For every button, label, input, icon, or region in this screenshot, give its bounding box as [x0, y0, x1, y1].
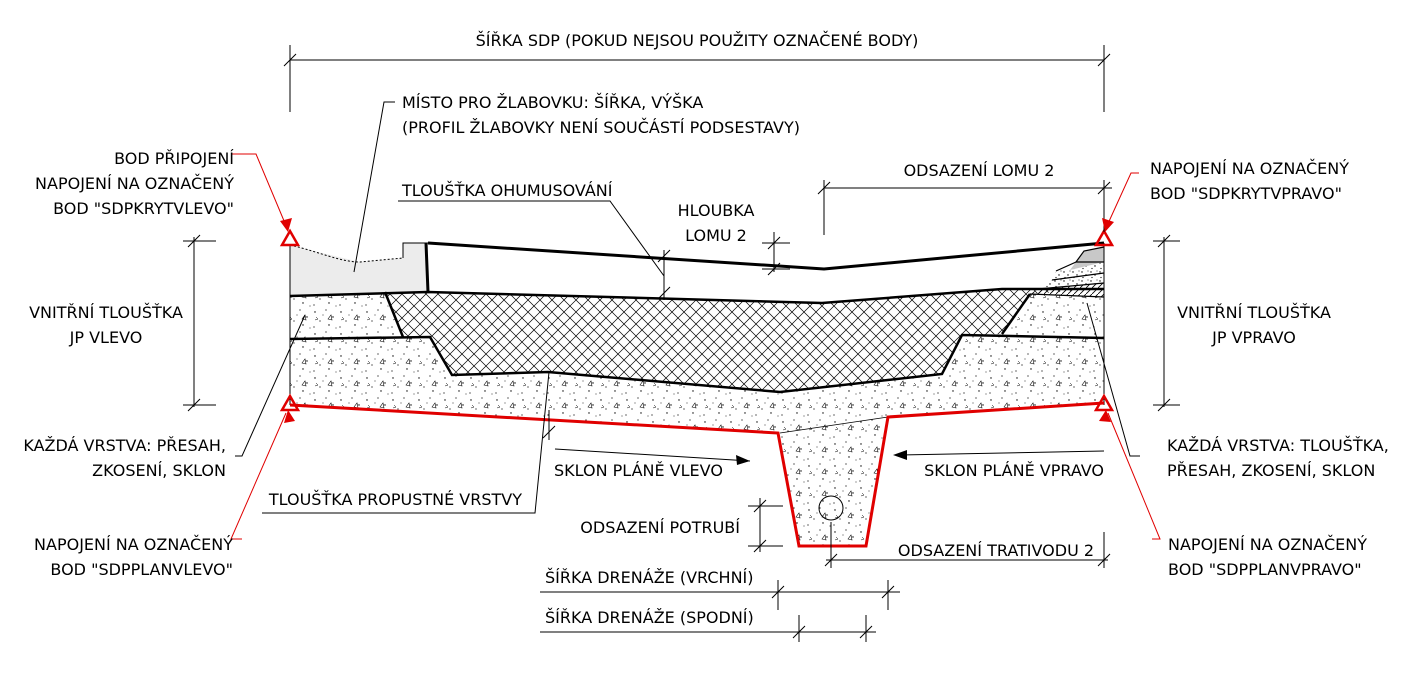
inner-thickness-right-line2: JP VPRAVO: [1211, 328, 1296, 347]
labels: ŠÍŘKA SDP (POKUD NEJSOU POUŽITY OZNAČENÉ…: [23, 31, 1388, 627]
marker-points: [279, 228, 1115, 412]
break-depth-line2: LOMU 2: [685, 226, 747, 245]
red-arrowhead: [280, 218, 292, 232]
left-top-point-code: SDPKRYTVLEVO: [101, 199, 226, 218]
triangle-marker-top-right: [1093, 228, 1115, 247]
left-bottom-point-line2: BOD "SDPPLANVLEVO": [50, 560, 233, 579]
break-offset-label: ODSAZENÍ LOMU 2: [904, 161, 1055, 180]
left-bottom-point-code: SDPPLANVLEVO: [98, 560, 225, 579]
right-top-point-line2: BOD "SDPKRYTVPRAVO": [1150, 184, 1342, 203]
right-shoulder-granular: [1002, 294, 1104, 338]
red-arrowhead: [1099, 410, 1111, 422]
gutter-space-fill: [290, 243, 428, 296]
base-top-line: [289, 287, 1104, 305]
triangle-marker-top-left: [279, 228, 301, 247]
drain-pipe: [818, 495, 844, 521]
right-top-point-line1: NAPOJENÍ NA OZNAČENÝ: [1150, 159, 1349, 178]
left-top-point-line3: BOD "SDPKRYTVLEVO": [53, 199, 234, 218]
each-layer-left-line1: KAŽDÁ VRSTVA: PŘESAH,: [23, 436, 226, 455]
right-bottom-point-code: SDPPLANVPRAVO: [1216, 560, 1354, 579]
slope-left-label: SKLON PLÁNĚ VLEVO: [554, 461, 723, 480]
inner-thickness-left-line1: VNITŘNÍ TLOUŠŤKA: [29, 303, 183, 322]
layer-lines: [289, 241, 1105, 521]
slope-right-label: SKLON PLÁNĚ VPRAVO: [924, 461, 1104, 480]
pipe-offset-label: ODSAZENÍ POTRUBÍ: [580, 518, 740, 537]
red-leader-lines: [230, 153, 1161, 540]
gutter-label-line2: (PROFIL ŽLABOVKY NENÍ SOUČÁSTÍ PODSESTAV…: [402, 118, 800, 137]
gutter-outline: [289, 242, 428, 263]
drain-width-bottom-label: ŠÍŘKA DRENÁŽE (SPODNÍ): [545, 608, 754, 627]
right-bottom-point-line2: BOD "SDPPLANVPRAVO": [1168, 560, 1362, 579]
each-layer-right-line2: PŘESAH, ZKOSENÍ, SKLON: [1167, 461, 1375, 480]
triangle-marker-bottom-left: [279, 393, 301, 412]
right-bottom-point-line1: NAPOJENÍ NA OZNAČENÝ: [1168, 535, 1367, 554]
break-depth-line1: HLOUBKA: [678, 201, 755, 220]
drainage-trench-fill: [778, 417, 888, 546]
arrow-right-slope: [893, 450, 907, 460]
base-course-layer: [385, 289, 1100, 392]
overall-width-label: ŠÍŘKA SDP (POKUD NEJSOU POUŽITY OZNAČENÉ…: [476, 31, 919, 50]
gutter-label-line1: MÍSTO PRO ŽLABOVKU: ŠÍŘKA, VÝŠKA: [402, 93, 703, 112]
leader-lines: [235, 101, 1140, 514]
subgrade-line: [289, 401, 1105, 548]
each-layer-right-line1: KAŽDÁ VRSTVA: TLOUŠŤKA,: [1167, 436, 1389, 455]
right-top-point-code: SDPKRYTVPRAVO: [1198, 184, 1335, 203]
inner-thickness-right-line1: VNITŘNÍ TLOUŠŤKA: [1177, 303, 1331, 322]
left-top-point-line2: NAPOJENÍ NA OZNAČENÝ: [35, 174, 234, 193]
right-shoulder-dense: [1038, 262, 1104, 289]
topsoil-thickness-label: TLOUŠŤKA OHUMUSOVÁNÍ: [401, 181, 613, 200]
inner-thickness-left-line2: JP VLEVO: [69, 328, 143, 347]
layer-fills: [290, 243, 1104, 546]
left-top-point-line1: BOD PŘIPOJENÍ: [114, 149, 234, 168]
drain-width-top-label: ŠÍŘKA DRENÁŽE (VRCHNÍ): [545, 568, 754, 587]
each-layer-left-line2: ZKOSENÍ, SKLON: [92, 461, 226, 480]
red-arrowhead: [284, 410, 295, 423]
lower-granular-layer: [290, 335, 1104, 433]
triangle-marker-bottom-right: [1093, 393, 1115, 412]
drain-offset-label: ODSAZENÍ TRATIVODU 2: [898, 541, 1094, 560]
right-shoulder-grey: [1070, 247, 1104, 270]
arrow-left-slope: [736, 455, 750, 465]
red-arrowhead: [1102, 218, 1114, 232]
left-shoulder-granular: [290, 292, 403, 339]
permeable-thickness-label: TLOUŠŤKA PROPUSTNÉ VRSTVY: [268, 490, 522, 509]
road-surface-line: [424, 241, 1105, 293]
left-bottom-point-line1: NAPOJENÍ NA OZNAČENÝ: [34, 535, 233, 554]
